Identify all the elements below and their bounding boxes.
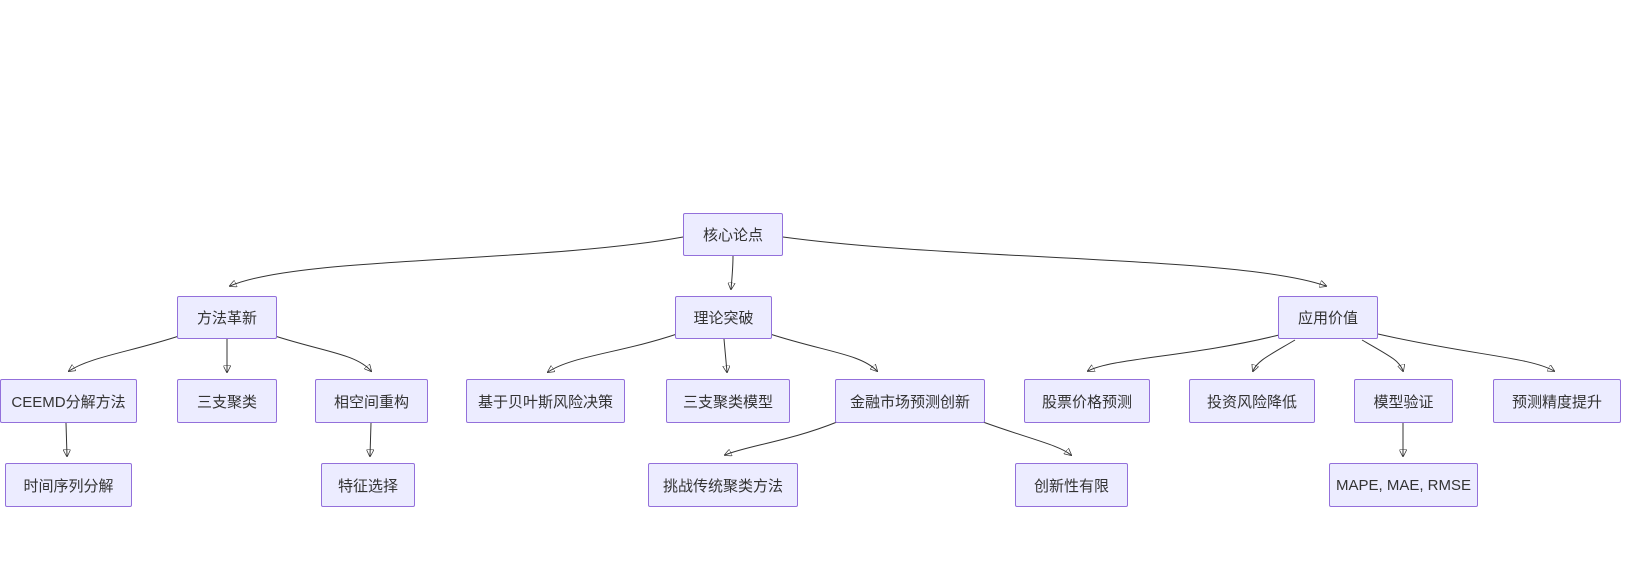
edge-appvalue-validation bbox=[1361, 339, 1403, 371]
node-application-value: 应用价值 bbox=[1278, 296, 1378, 339]
node-ceemd-decomposition: CEEMD分解方法 bbox=[0, 379, 137, 423]
node-theory-breakthrough: 理论突破 bbox=[675, 296, 772, 339]
edge-theory-threewaymodel bbox=[724, 338, 727, 372]
node-error-metrics: MAPE, MAE, RMSE bbox=[1329, 463, 1478, 507]
edge-theory-finance bbox=[769, 333, 877, 371]
edge-method-phase bbox=[274, 335, 371, 371]
node-method-innovation: 方法革新 bbox=[177, 296, 277, 339]
node-three-way-clustering: 三支聚类 bbox=[177, 379, 277, 423]
node-forecast-precision-improvement: 预测精度提升 bbox=[1493, 379, 1621, 423]
node-phase-space-reconstruction: 相空间重构 bbox=[315, 379, 428, 423]
edge-appvalue-stock bbox=[1088, 334, 1280, 371]
edge-core-appvalue bbox=[782, 236, 1326, 286]
node-core-thesis: 核心论点 bbox=[683, 213, 783, 256]
node-model-validation: 模型验证 bbox=[1354, 379, 1453, 423]
edge-appvalue-risk bbox=[1253, 339, 1296, 371]
edge-finance-challenge bbox=[725, 421, 838, 455]
node-feature-selection: 特征选择 bbox=[321, 463, 415, 507]
node-stock-price-prediction: 股票价格预测 bbox=[1024, 379, 1150, 423]
edge-appvalue-precision bbox=[1377, 333, 1554, 371]
node-bayesian-risk-decision: 基于贝叶斯风险决策 bbox=[466, 379, 625, 423]
edge-core-method bbox=[230, 236, 684, 286]
edge-finance-limited bbox=[982, 421, 1071, 455]
node-challenge-traditional-clustering: 挑战传统聚类方法 bbox=[648, 463, 798, 507]
edge-method-ceemd bbox=[69, 335, 180, 371]
edge-ceemd-tsdecomp bbox=[66, 422, 67, 456]
node-investment-risk-reduction: 投资风险降低 bbox=[1189, 379, 1315, 423]
edge-theory-bayes bbox=[548, 333, 678, 372]
node-three-way-clustering-model: 三支聚类模型 bbox=[666, 379, 790, 423]
edge-phase-feature bbox=[370, 422, 371, 456]
node-time-series-decomposition: 时间序列分解 bbox=[5, 463, 132, 507]
edge-core-theory bbox=[731, 255, 733, 289]
node-limited-novelty: 创新性有限 bbox=[1015, 463, 1128, 507]
node-financial-market-forecast-innovation: 金融市场预测创新 bbox=[835, 379, 985, 423]
